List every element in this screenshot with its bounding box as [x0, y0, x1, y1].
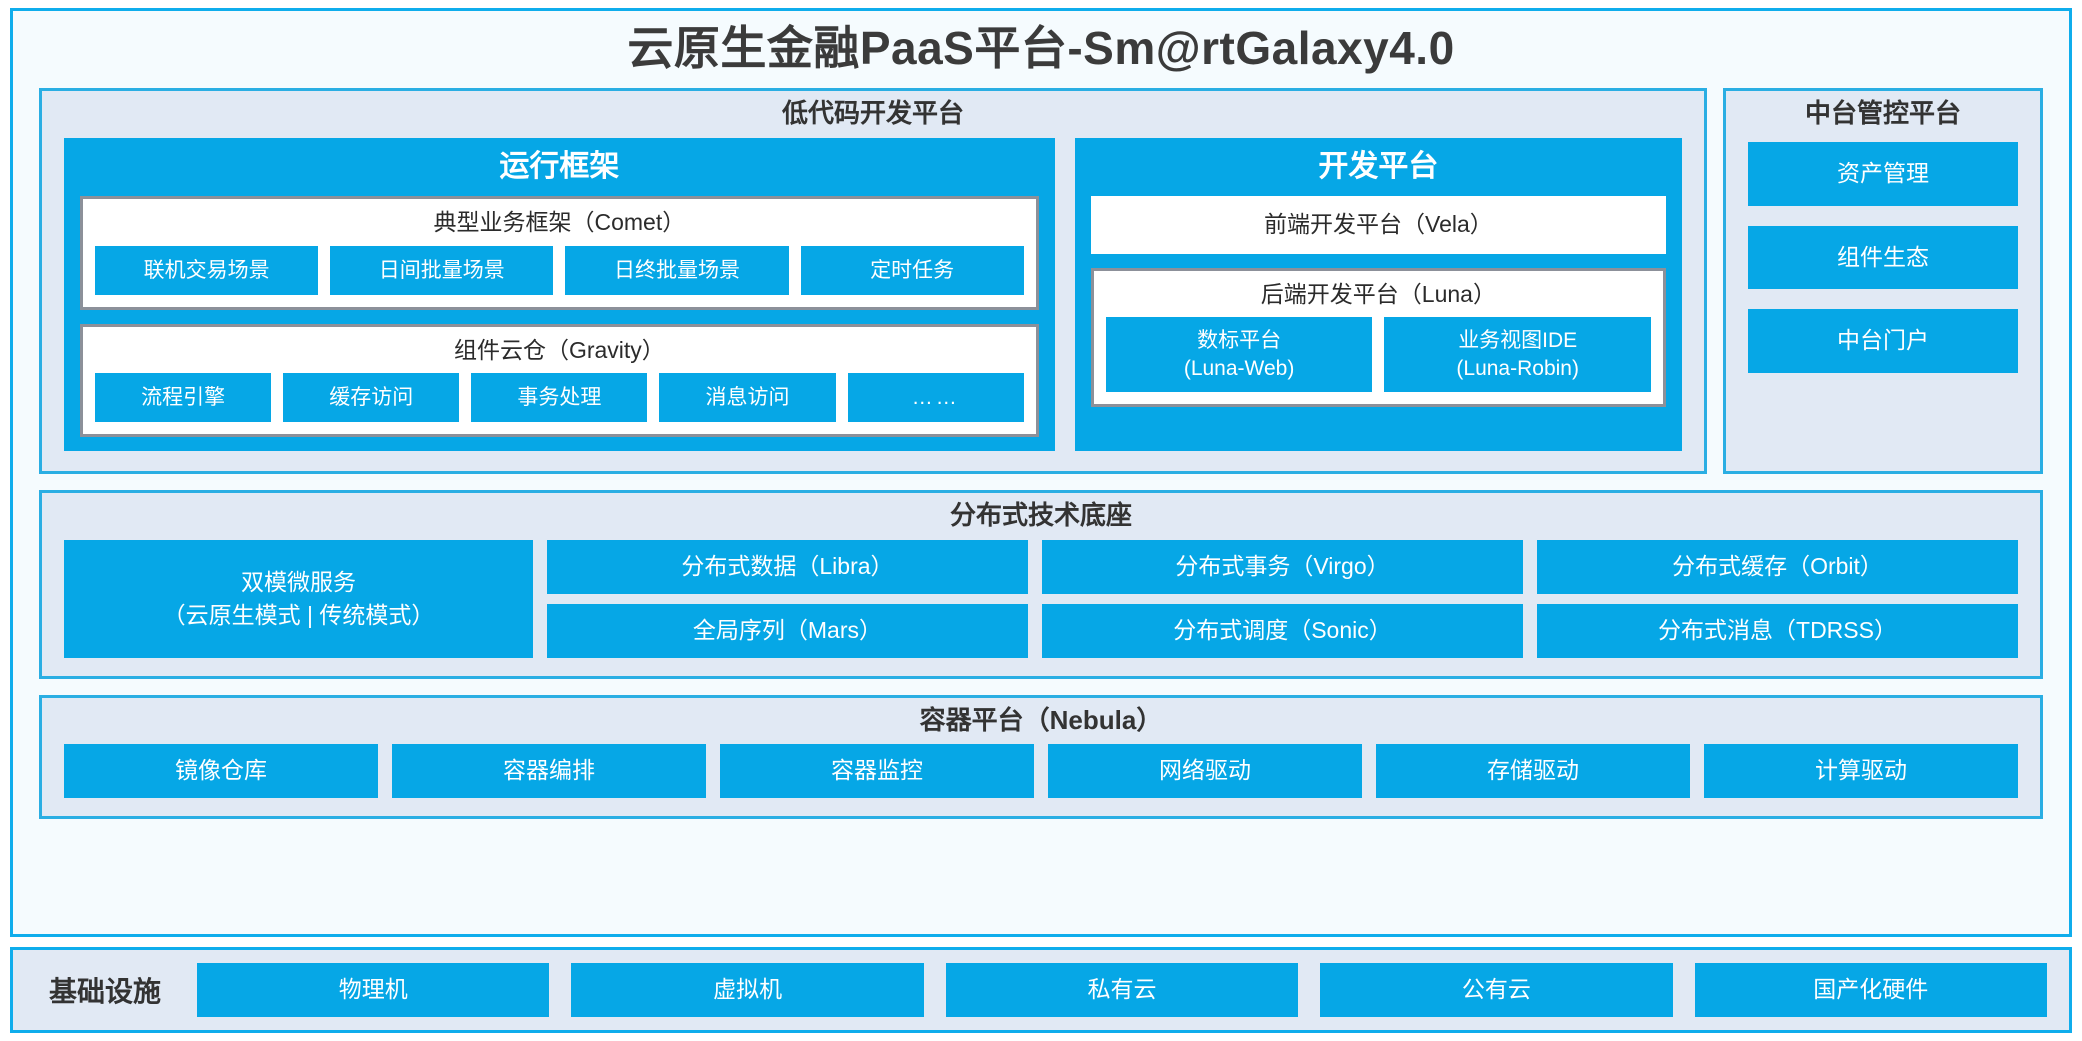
base-column: 分布式数据（Libra） 全局序列（Mars）	[546, 540, 1028, 658]
layers-wrapper: 低代码开发平台 运行框架 典型业务框架（Comet） 联机交易场景 日间批量场景…	[39, 88, 2043, 916]
gravity-chip[interactable]: 流程引擎	[95, 373, 272, 423]
base-chip-libra[interactable]: 分布式数据（Libra）	[546, 540, 1028, 594]
infra-chip-public-cloud[interactable]: 公有云	[1320, 963, 1673, 1017]
distributed-base-body: 双模微服务（云原生模式 | 传统模式） 分布式数据（Libra） 全局序列（Ma…	[42, 540, 2040, 675]
infrastructure-panel: 基础设施 物理机 虚拟机 私有云 公有云 国产化硬件	[10, 947, 2072, 1033]
distributed-base-title: 分布式技术底座	[949, 500, 1132, 531]
gravity-title: 组件云仓（Gravity）	[453, 336, 665, 363]
infra-chip-private-cloud[interactable]: 私有云	[945, 963, 1299, 1017]
base-chip-sonic[interactable]: 分布式调度（Sonic）	[1041, 603, 1523, 658]
runtime-framework-title: 运行框架	[499, 150, 620, 184]
gravity-chip[interactable]: 缓存访问	[283, 373, 460, 423]
infrastructure-label: 基础设施	[49, 976, 162, 1008]
dual-mode-col: 双模微服务（云原生模式 | 传统模式）	[64, 540, 533, 658]
page-title: 云原生金融PaaS平台-Sm@rtGalaxy4.0	[627, 22, 1455, 74]
gravity-chip[interactable]: 事务处理	[471, 373, 648, 423]
comet-group: 典型业务框架（Comet） 联机交易场景 日间批量场景 日终批量场景 定时任务	[80, 196, 1039, 310]
backend-chip-luna-robin[interactable]: 业务视图IDE(Luna-Robin)	[1384, 317, 1652, 392]
lowcode-platform-body: 运行框架 典型业务框架（Comet） 联机交易场景 日间批量场景 日终批量场景 …	[42, 138, 1704, 471]
platform-card: 云原生金融PaaS平台-Sm@rtGalaxy4.0 低代码开发平台 运行框架 …	[10, 8, 2072, 938]
comet-title: 典型业务框架（Comet）	[433, 209, 686, 236]
dual-mode-microservice[interactable]: 双模微服务（云原生模式 | 传统模式）	[64, 540, 533, 658]
gravity-chip-more[interactable]: ……	[847, 373, 1024, 423]
comet-chip[interactable]: 日终批量场景	[565, 245, 789, 295]
gravity-group: 组件云仓（Gravity） 流程引擎 缓存访问 事务处理 消息访问 ……	[80, 323, 1039, 438]
top-row: 低代码开发平台 运行框架 典型业务框架（Comet） 联机交易场景 日间批量场景…	[39, 88, 2043, 475]
container-chip-monitoring[interactable]: 容器监控	[720, 744, 1034, 798]
container-platform-title: 容器平台（Nebula）	[919, 704, 1163, 735]
base-column: 分布式事务（Virgo） 分布式调度（Sonic）	[1041, 540, 1523, 658]
base-chip-tdrss[interactable]: 分布式消息（TDRSS）	[1536, 603, 2018, 658]
container-chip-compute-driver[interactable]: 计算驱动	[1704, 744, 2018, 798]
backend-platform-title: 后端开发平台（Luna）	[1260, 280, 1496, 307]
control-platform-panel: 中台管控平台 资产管理 组件生态 中台门户	[1723, 88, 2043, 475]
infra-chip-virtual[interactable]: 虚拟机	[571, 963, 924, 1017]
base-chip-virgo[interactable]: 分布式事务（Virgo）	[1041, 540, 1523, 594]
control-item-asset[interactable]: 资产管理	[1748, 142, 2018, 206]
base-column: 分布式缓存（Orbit） 分布式消息（TDRSS）	[1536, 540, 2018, 658]
development-platform-title: 开发平台	[1318, 150, 1439, 184]
development-platform-box: 开发平台 前端开发平台（Vela） 后端开发平台（Luna） 数标平台(Luna…	[1074, 138, 1682, 452]
control-item-portal[interactable]: 中台门户	[1748, 309, 2018, 373]
control-item-component[interactable]: 组件生态	[1748, 225, 2018, 290]
gravity-chip-row: 流程引擎 缓存访问 事务处理 消息访问 ……	[95, 373, 1024, 423]
container-platform-panel: 容器平台（Nebula） 镜像仓库 容器编排 容器监控 网络驱动 存储驱动 计算…	[39, 694, 2043, 819]
container-platform-body: 镜像仓库 容器编排 容器监控 网络驱动 存储驱动 计算驱动	[42, 744, 2040, 816]
container-chip-network-driver[interactable]: 网络驱动	[1048, 744, 1362, 798]
runtime-framework-box: 运行框架 典型业务框架（Comet） 联机交易场景 日间批量场景 日终批量场景 …	[64, 138, 1055, 452]
comet-chip[interactable]: 联机交易场景	[95, 245, 319, 295]
container-chip-orchestration[interactable]: 容器编排	[392, 744, 706, 798]
gravity-chip[interactable]: 消息访问	[659, 373, 836, 423]
control-platform-title: 中台管控平台	[1804, 98, 1961, 129]
comet-chip[interactable]: 定时任务	[800, 245, 1024, 295]
distributed-base-panel: 分布式技术底座 双模微服务（云原生模式 | 传统模式） 分布式数据（Libra）…	[39, 490, 2043, 679]
base-chip-mars[interactable]: 全局序列（Mars）	[546, 603, 1028, 658]
infra-chip-physical[interactable]: 物理机	[197, 963, 550, 1017]
backend-platform-group: 后端开发平台（Luna） 数标平台(Luna-Web) 业务视图IDE(Luna…	[1090, 267, 1666, 407]
comet-chip-row: 联机交易场景 日间批量场景 日终批量场景 定时任务	[95, 245, 1024, 295]
comet-chip[interactable]: 日间批量场景	[330, 245, 554, 295]
backend-chip-row: 数标平台(Luna-Web) 业务视图IDE(Luna-Robin)	[1105, 317, 1652, 392]
base-chip-orbit[interactable]: 分布式缓存（Orbit）	[1536, 540, 2018, 594]
container-chip-registry[interactable]: 镜像仓库	[64, 744, 378, 798]
control-platform-body: 资产管理 组件生态 中台门户	[1726, 138, 2040, 471]
lowcode-platform-panel: 低代码开发平台 运行框架 典型业务框架（Comet） 联机交易场景 日间批量场景…	[39, 88, 1707, 475]
frontend-platform-item[interactable]: 前端开发平台（Vela）	[1090, 196, 1666, 254]
container-chip-storage-driver[interactable]: 存储驱动	[1376, 744, 1690, 798]
backend-chip-luna-web[interactable]: 数标平台(Luna-Web)	[1105, 317, 1373, 392]
infra-chip-domestic-hardware[interactable]: 国产化硬件	[1694, 963, 2047, 1017]
lowcode-platform-title: 低代码开发平台	[781, 98, 964, 129]
